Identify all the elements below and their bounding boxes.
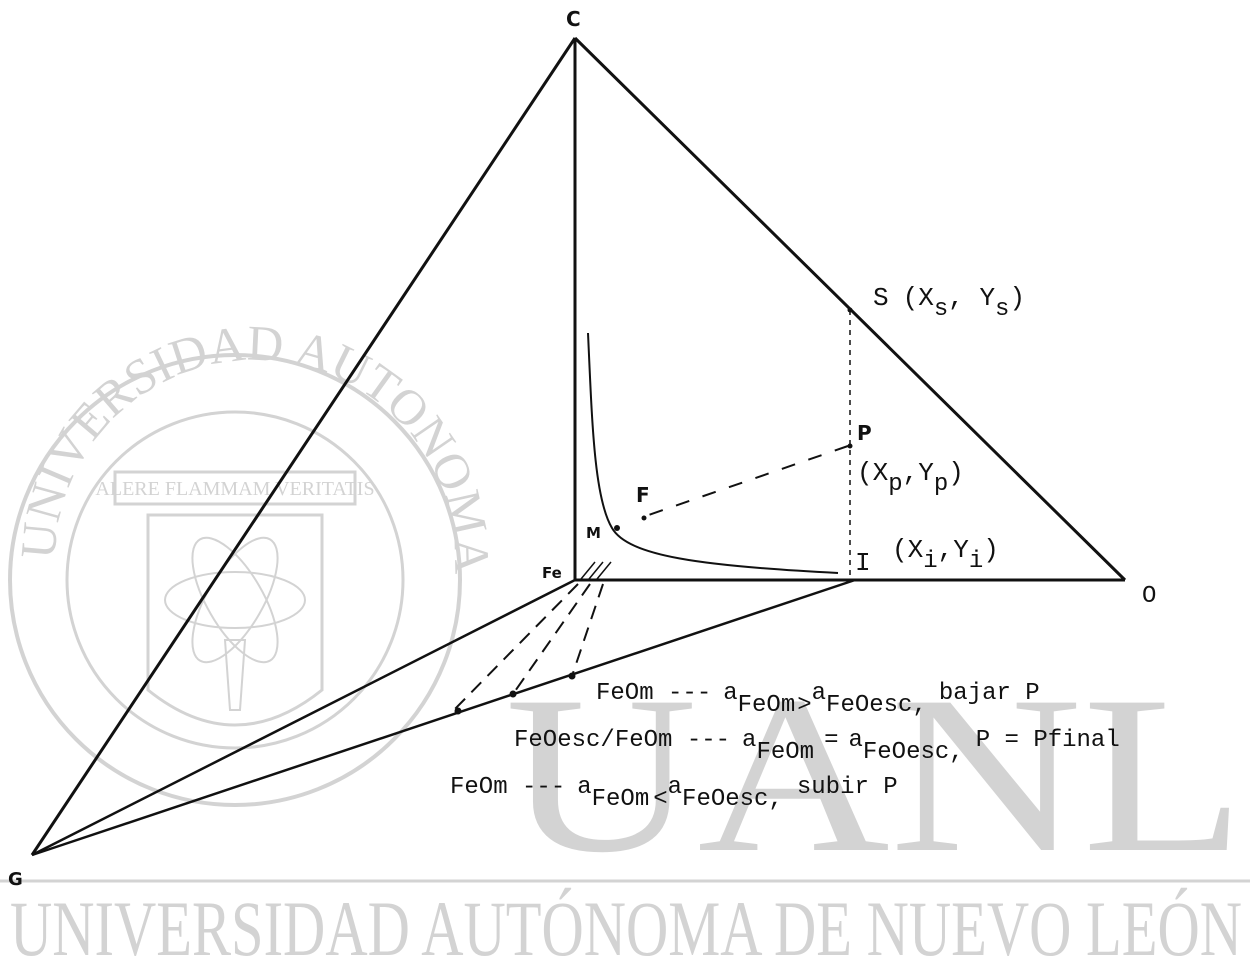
point-m <box>614 525 620 531</box>
condition-row-2: FeOesc/FeOm ---aFeOm=aFeOesc,P = Pfinal <box>514 727 1120 766</box>
edge-fe-g <box>31 578 576 857</box>
point-g-3 <box>568 672 576 680</box>
vertex-labels: C G Fe O <box>8 7 1156 890</box>
point-s <box>847 307 853 313</box>
seal-atom-orbit-1 <box>164 571 306 629</box>
edge-c-g <box>30 37 577 856</box>
label-fe: Fe <box>542 564 562 582</box>
point-labels: S(Xs, Ys) P (Xp,Yp) I (Xi,Yi) F M <box>586 283 1025 578</box>
label-i-coord: (Xi,Yi) <box>892 535 999 575</box>
equilibrium-curve <box>587 332 839 574</box>
watermark-uanl: UANL <box>505 649 1245 899</box>
label-s-coord: S(Xs, Ys) <box>873 283 1025 323</box>
label-c: C <box>566 7 581 31</box>
point-p <box>847 443 853 449</box>
point-g-2 <box>509 690 517 698</box>
point-f <box>641 515 647 521</box>
condition-row-3: FeOm ---aFeOm<aFeOesc,subir P <box>450 774 898 813</box>
seal-banner <box>113 470 357 506</box>
seal-outer-ring <box>8 353 462 807</box>
seal-inner-ring <box>65 410 405 750</box>
dashed-fe-g-1 <box>451 583 579 713</box>
dashed-p-f <box>639 445 849 519</box>
dashed-fe-g-3 <box>571 583 604 677</box>
label-o: O <box>1142 583 1156 610</box>
tick-fe-3 <box>596 561 612 580</box>
watermark-footer: UNIVERSIDAD AUTÓNOMA DE NUEVO LEÓN <box>10 885 1242 959</box>
label-p-coord: (Xp,Yp) <box>857 458 964 498</box>
label-m: M <box>586 524 601 542</box>
seal-shield <box>146 513 324 727</box>
label-f: F <box>636 483 650 507</box>
label-i: I <box>855 548 871 578</box>
marked-points <box>454 307 853 715</box>
tick-fe-1 <box>580 561 596 580</box>
seal-banner-text: ALERE FLAMMAM VERITATIS <box>95 478 374 500</box>
condition-annotations: FeOm ---aFeOm>aFeOesc,bajar P FeOesc/FeO… <box>450 680 1120 813</box>
label-p: P <box>857 421 872 445</box>
seal-atom-orbit-2 <box>191 536 279 664</box>
condition-row-1: FeOm ---aFeOm>aFeOesc,bajar P <box>596 680 1040 719</box>
edge-i-g <box>31 578 856 857</box>
tick-fe-2 <box>588 561 604 580</box>
seal-torch <box>223 639 247 711</box>
point-g-1 <box>454 707 462 715</box>
label-g: G <box>8 869 23 890</box>
